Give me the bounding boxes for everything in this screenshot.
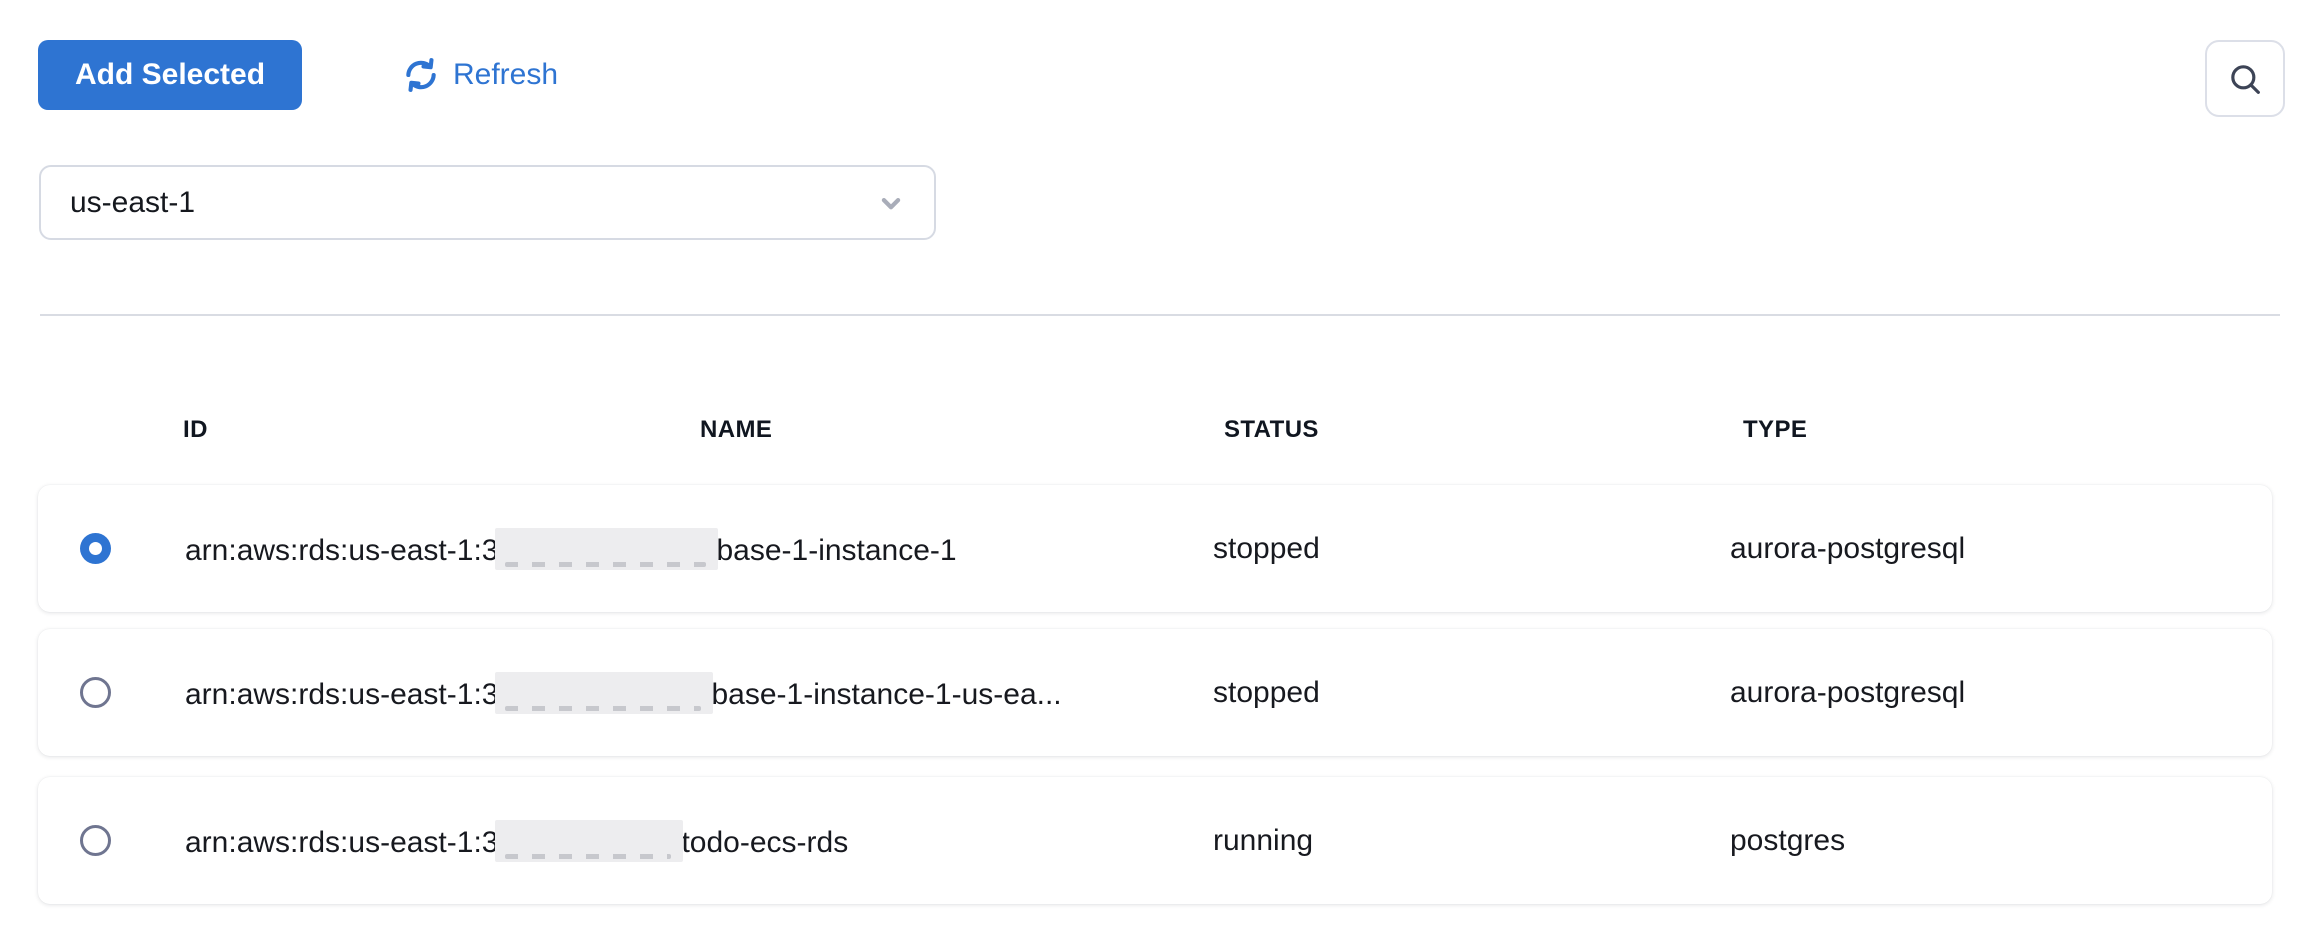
- row-radio[interactable]: [80, 677, 111, 708]
- row-radio-selected[interactable]: [80, 533, 111, 564]
- search-icon: [2225, 59, 2265, 99]
- column-header-name: NAME: [700, 416, 773, 443]
- cell-status: running: [1213, 823, 1314, 857]
- table-header-row: ID NAME STATUS TYPE: [0, 416, 2298, 446]
- column-header-type: TYPE: [1743, 416, 1808, 443]
- redaction-block: [495, 671, 714, 714]
- cell-type: aurora-postgresql: [1730, 531, 1966, 565]
- cell-type: postgres: [1730, 823, 1846, 857]
- cell-type: aurora-postgresql: [1730, 675, 1966, 709]
- region-select-value: us-east-1: [70, 185, 196, 219]
- section-divider: [40, 314, 2280, 316]
- redaction-block: [495, 527, 719, 570]
- refresh-label: Refresh: [453, 58, 559, 91]
- add-selected-button[interactable]: Add Selected: [38, 40, 303, 110]
- column-header-id: ID: [183, 416, 208, 443]
- region-select[interactable]: us-east-1: [39, 165, 936, 240]
- refresh-icon: [402, 56, 440, 94]
- cell-status: stopped: [1213, 531, 1320, 565]
- chevron-down-icon: [874, 186, 908, 220]
- row-radio[interactable]: [80, 825, 111, 856]
- column-header-status: STATUS: [1224, 416, 1319, 443]
- refresh-button[interactable]: Refresh: [402, 40, 558, 110]
- cell-status: stopped: [1213, 675, 1320, 709]
- redaction-block: [495, 819, 684, 862]
- search-button[interactable]: [2205, 40, 2285, 117]
